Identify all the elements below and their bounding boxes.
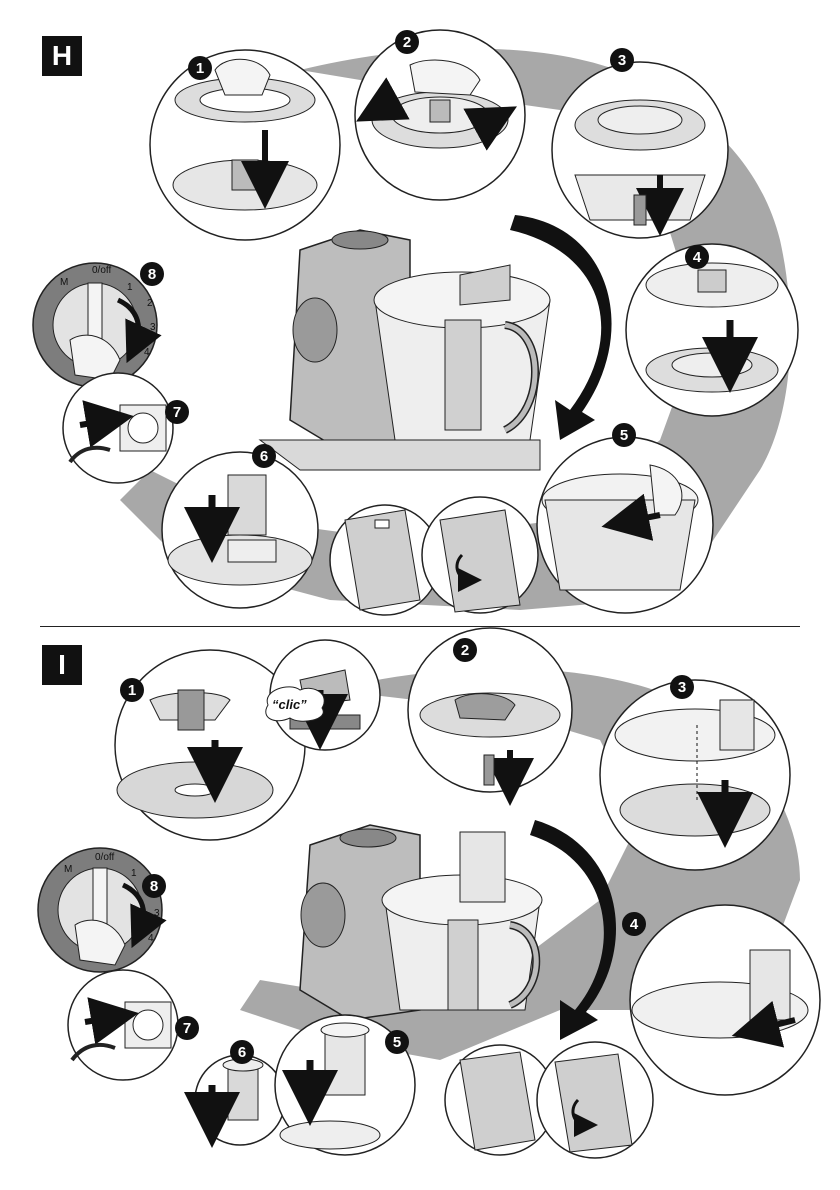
h-lock-detail-a [329,504,441,616]
h-dial-tick-1: 1 [127,282,133,293]
h-step5-illustration [536,436,714,614]
i-step-badge-3: 3 [670,675,694,699]
i-step4-illustration [629,904,821,1096]
i-speed-dial [37,847,167,973]
h-step1-illustration [149,49,341,241]
i-step6-illustration [184,1054,286,1148]
i-step1-illustration [114,649,306,841]
h-step-badge-3: 3 [610,48,634,72]
h-step6-illustration [161,451,319,609]
section-label-h: H [42,36,82,76]
h-step-badge-2: 2 [395,30,419,54]
h-step-badge-5: 5 [612,423,636,447]
h-step4-illustration [625,243,799,417]
h-lock-detail-b [421,496,539,614]
i-dial-tick-3: 3 [154,908,160,919]
section-label-i: I [42,645,82,685]
h-dial-tick-4: 4 [144,347,150,358]
h-step-badge-4: 4 [685,245,709,269]
h-dial-tick-2: 2 [147,298,153,309]
i-lock-detail-a [444,1044,556,1156]
i-step-badge-7: 7 [175,1016,199,1040]
h-step3-illustration [551,61,729,239]
h-step-badge-8: 8 [140,262,164,286]
h-main-appliance [258,229,551,471]
i-dial-m-label: M [64,864,72,875]
i-step2-illustration [407,627,573,806]
i-step5-illustration [274,1014,416,1156]
section-divider [40,626,800,627]
h-step-badge-6: 6 [252,444,276,468]
h-dial-m-label: M [60,277,68,288]
i-dial-tick-4: 4 [148,933,154,944]
h-step-badge-1: 1 [188,56,212,80]
i-dial-tick-1: 1 [131,868,137,879]
h-socket [62,372,174,484]
clic-bubble [265,686,325,722]
i-step-badge-1: 1 [120,678,144,702]
h-step2-illustration [354,29,526,201]
i-step-badge-5: 5 [385,1030,409,1054]
h-dial-off-label: 0/off [92,265,111,276]
i-step-badge-4: 4 [622,912,646,936]
i-step-badge-2: 2 [453,638,477,662]
h-dial-tick-3: 3 [150,322,156,333]
h-step-badge-7: 7 [165,400,189,424]
i-step-badge-6: 6 [230,1040,254,1064]
i-step3-illustration [599,679,791,871]
i-socket [67,969,179,1081]
i-dial-off-label: 0/off [95,852,114,863]
i-step-badge-8: 8 [142,874,166,898]
i-main-appliance [299,824,543,1021]
h-speed-dial [32,262,162,388]
h-rotate-arrow [510,215,612,440]
clic-callout: “clic” [272,697,307,712]
i-rotate-arrow [530,820,617,1040]
i-lock-detail-b [536,1041,654,1159]
